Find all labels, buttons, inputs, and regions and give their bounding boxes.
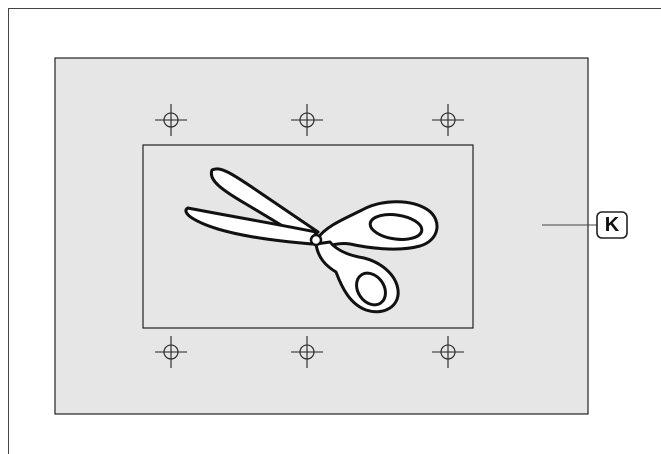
callout-label: K (597, 212, 627, 238)
